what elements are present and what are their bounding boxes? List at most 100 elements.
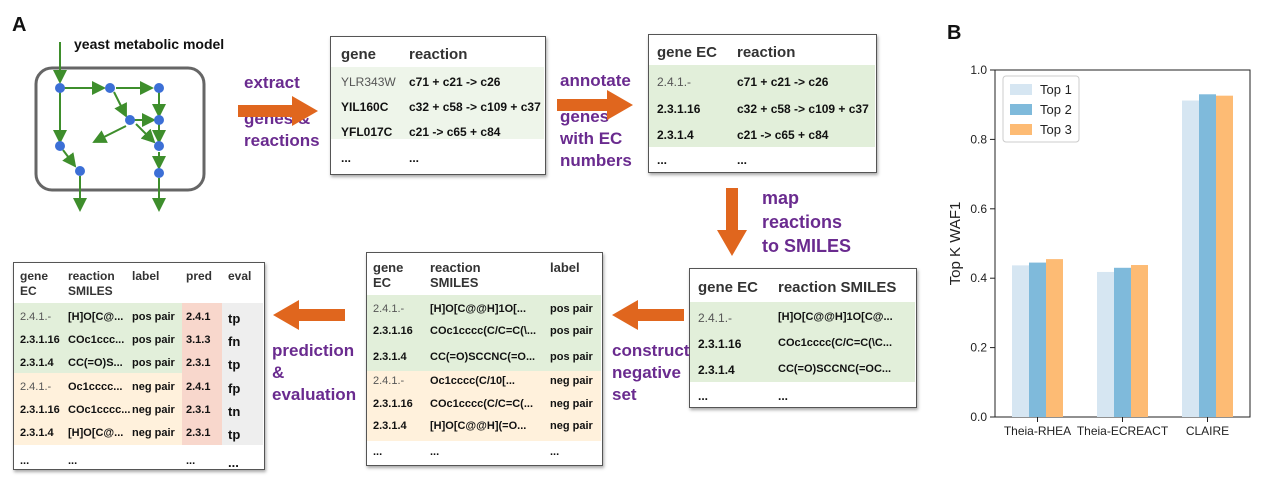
table4-cell: 2.3.1.16	[373, 325, 413, 337]
table4-cell: pos pair	[550, 325, 593, 337]
step-annotate-line1: annotate	[560, 71, 631, 90]
table4-cell: 2.3.1.16	[373, 398, 413, 410]
table5-cell: ...	[228, 455, 239, 470]
table2-header-reaction: reaction	[737, 44, 796, 61]
table3-cell: 2.3.1.4	[698, 363, 735, 377]
table5-header-gene-ec-text: gene EC	[20, 269, 49, 298]
table3-cell: COc1cccc(C/C=C(\C...	[778, 337, 893, 349]
table1-cell: c21 -> c65 + c84	[409, 125, 501, 139]
legend-swatch	[1010, 84, 1032, 95]
arrow-extract	[238, 96, 318, 126]
step-prediction-label: prediction & evaluation	[272, 340, 356, 406]
table-prediction-evaluation: gene EC reaction SMILES label pred eval …	[13, 262, 265, 470]
bar	[1012, 265, 1029, 417]
table5-cell: fn	[228, 334, 241, 349]
table5-cell: 2.4.1.-	[20, 311, 52, 323]
step-construct-line1: construct	[612, 341, 690, 360]
table1-cell: YIL160C	[341, 100, 389, 114]
table5-cell: 2.3.1.16	[20, 334, 60, 346]
table3-cell: ...	[778, 389, 789, 403]
table5-cell: COc1cccc...	[68, 404, 131, 416]
arrow-prediction	[273, 300, 345, 330]
legend-swatch	[1010, 104, 1032, 115]
table-gene-ec-reaction: gene EC reaction 2.4.1.- c71 + c21 -> c2…	[648, 34, 877, 173]
step-prediction-line3: evaluation	[272, 385, 357, 404]
table4-neg-highlight	[367, 371, 601, 441]
table1-cell: ...	[409, 151, 420, 165]
table5-cell: ...	[68, 455, 78, 467]
step-annotate-label: annotate genes with EC numbers	[560, 70, 632, 172]
table-negative-set: gene EC reaction SMILES label 2.4.1.- [H…	[366, 252, 603, 466]
step-extract-line1: extract	[244, 73, 300, 92]
bar	[1199, 94, 1216, 417]
table5-cell: fp	[228, 381, 241, 396]
step-extract-line4: reactions	[244, 131, 320, 150]
legend-label: Top 3	[1040, 122, 1072, 137]
y-tick-label: 0.8	[970, 132, 987, 146]
table4-cell: COc1cccc(C/C=C(\...	[430, 325, 537, 337]
table5-header-smiles-text: reaction SMILES	[68, 269, 115, 298]
table3-cell: [H]O[C@@H]1O[C@...	[778, 311, 893, 323]
table4-cell: CC(=O)SCCNC(=O...	[430, 351, 536, 363]
model-label: yeast metabolic model	[74, 36, 225, 52]
y-tick-label: 0.6	[970, 202, 987, 216]
bar	[1097, 271, 1114, 417]
table4-cell: 2.4.1.-	[373, 375, 405, 387]
arrow-construct	[612, 300, 684, 330]
step-map-line2: reactions	[762, 212, 843, 232]
table1-highlight	[331, 67, 544, 139]
table3-cell: CC(=O)SCCNC(=OC...	[778, 363, 892, 375]
arrow-annotate	[557, 90, 633, 120]
panel-b-letter: B	[947, 22, 962, 44]
table4-header-smiles-text: reaction SMILES	[430, 260, 481, 290]
step-map-label: map reactions to SMILES	[762, 186, 851, 258]
table5-header-gene-ec: gene EC	[20, 269, 48, 299]
y-tick-label: 1.0	[970, 63, 987, 77]
table4-header-smiles: reaction SMILES	[430, 260, 481, 290]
table5-cell: neg pair	[132, 404, 175, 416]
table3-cell: 2.4.1.-	[698, 311, 733, 325]
table5-eval-highlight	[222, 303, 263, 445]
table4-cell: ...	[430, 446, 440, 458]
table4-cell: neg pair	[550, 375, 593, 387]
table4-cell: 2.3.1.4	[373, 420, 407, 432]
table5-header-label: label	[132, 269, 160, 283]
table1-header-gene: gene	[341, 46, 377, 63]
step-construct-label: construct negative set	[612, 340, 689, 406]
table5-cell: neg pair	[132, 381, 175, 393]
table2-cell: 2.3.1.16	[657, 102, 701, 116]
table2-cell: c71 + c21 -> c26	[737, 75, 829, 89]
y-axis-label: Top K WAF1	[947, 202, 964, 286]
table1-cell: YFL017C	[341, 125, 393, 139]
step-construct-line3: set	[612, 385, 637, 404]
table-gene-reaction: gene reaction YLR343W c71 + c21 -> c26 Y…	[330, 36, 546, 175]
table5-cell: CC(=O)S...	[68, 357, 123, 369]
table5-cell: tp	[228, 357, 241, 372]
table5-header-eval: eval	[228, 269, 252, 283]
table4-cell: pos pair	[550, 351, 593, 363]
table5-cell: 2.3.1.16	[20, 404, 60, 416]
table4-header-label: label	[550, 260, 580, 275]
step-prediction-line2: &	[272, 363, 285, 382]
step-prediction-line1: prediction	[272, 341, 355, 360]
table3-cell: ...	[698, 389, 709, 403]
table2-cell: ...	[657, 153, 668, 167]
table5-cell: ...	[186, 455, 196, 467]
legend-label: Top 2	[1040, 102, 1072, 117]
table1-header-reaction: reaction	[409, 46, 468, 63]
table5-cell: 2.3.1	[186, 404, 211, 416]
table4-header-gene-ec-text: gene EC	[373, 260, 404, 290]
table5-cell: pos pair	[132, 357, 175, 369]
table2-cell: ...	[737, 153, 748, 167]
table1-cell: c32 + c58 -> c109 + c37	[409, 100, 541, 114]
bar	[1182, 100, 1199, 417]
table3-header-reaction-smiles: reaction SMILES	[778, 279, 897, 296]
table4-cell: ...	[550, 446, 560, 458]
table5-cell: pos pair	[132, 311, 175, 323]
bar	[1046, 259, 1063, 417]
table5-cell: ...	[20, 455, 30, 467]
step-annotate-line4: with EC	[560, 129, 623, 148]
y-tick-label: 0.4	[970, 271, 987, 285]
x-tick-label: Theia-ECREACT	[1077, 424, 1169, 438]
